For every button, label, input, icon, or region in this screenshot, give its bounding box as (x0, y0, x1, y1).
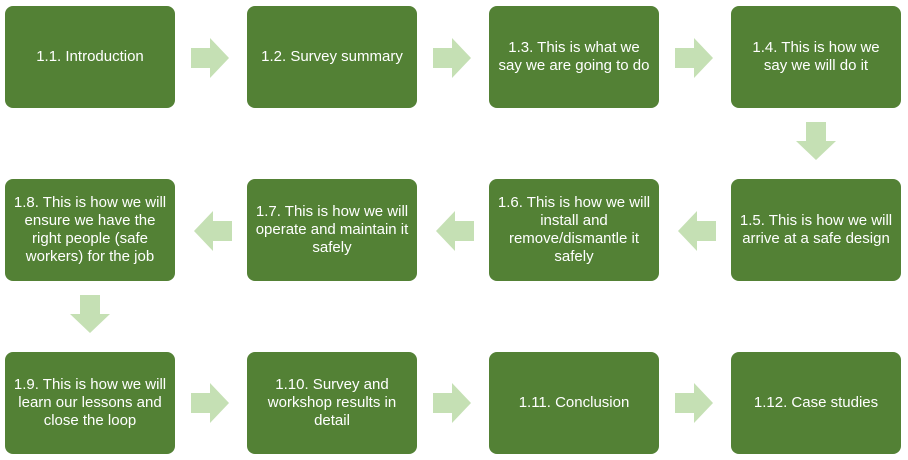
arrow-right-icon (433, 383, 471, 423)
step-box-1-6: 1.6. This is how we will install and rem… (489, 179, 659, 281)
step-box-1-12: 1.12. Case studies (731, 352, 901, 454)
arrow-right-icon (191, 38, 229, 78)
step-label: 1.11. Conclusion (518, 394, 630, 411)
step-box-1-9: 1.9. This is how we will learn our lesso… (5, 352, 175, 454)
step-box-1-8: 1.8. This is how we will ensure we have … (5, 179, 175, 281)
step-label: 1.6. This is how we will install and rem… (497, 194, 651, 265)
step-label: 1.7. This is how we will operate and mai… (255, 203, 409, 256)
step-box-1-3: 1.3. This is what we say we are going to… (489, 6, 659, 108)
step-box-1-5: 1.5. This is how we will arrive at a saf… (731, 179, 901, 281)
arrow-down-icon (796, 122, 836, 160)
step-box-1-1: 1.1. Introduction (5, 6, 175, 108)
arrow-left-icon (678, 211, 716, 251)
arrow-right-icon (191, 383, 229, 423)
step-label: 1.8. This is how we will ensure we have … (13, 194, 167, 265)
step-label: 1.1. Introduction (36, 48, 144, 65)
step-label: 1.10. Survey and workshop results in det… (267, 376, 397, 429)
step-box-1-10: 1.10. Survey and workshop results in det… (247, 352, 417, 454)
step-box-1-4: 1.4. This is how we say we will do it (731, 6, 901, 108)
step-label: 1.2. Survey summary (261, 48, 403, 65)
arrow-right-icon (675, 383, 713, 423)
arrow-right-icon (675, 38, 713, 78)
step-box-1-2: 1.2. Survey summary (247, 6, 417, 108)
step-label: 1.9. This is how we will learn our lesso… (13, 376, 167, 429)
step-box-1-11: 1.11. Conclusion (489, 352, 659, 454)
arrow-left-icon (436, 211, 474, 251)
step-box-1-7: 1.7. This is how we will operate and mai… (247, 179, 417, 281)
arrow-down-icon (70, 295, 110, 333)
step-label: 1.12. Case studies (753, 394, 879, 411)
arrow-right-icon (433, 38, 471, 78)
step-label: 1.5. This is how we will arrive at a saf… (739, 212, 893, 247)
arrow-left-icon (194, 211, 232, 251)
step-label: 1.4. This is how we say we will do it (752, 39, 880, 74)
step-label: 1.3. This is what we say we are going to… (498, 39, 650, 74)
